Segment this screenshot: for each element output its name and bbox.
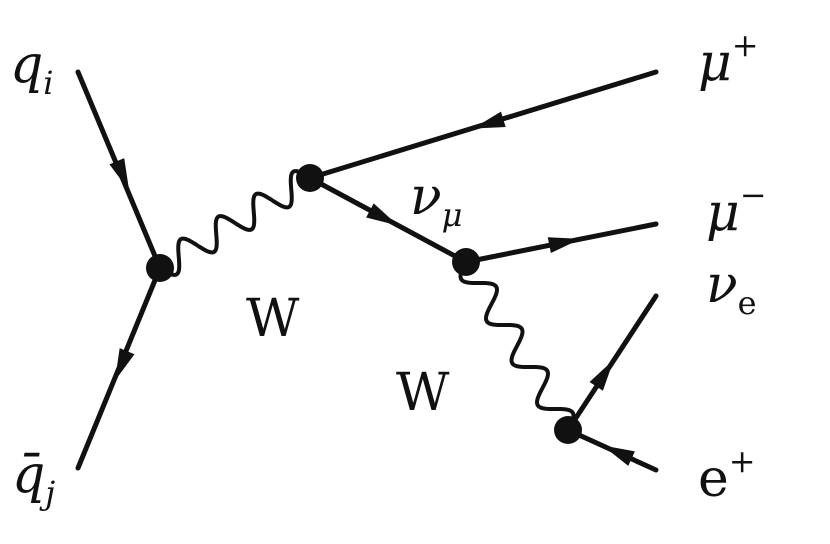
label-nu-e: νe	[706, 255, 757, 322]
label-mu-plus: μ+	[698, 26, 759, 93]
label-qi: qi	[10, 35, 54, 102]
w-boson-propagator-1	[158, 169, 312, 277]
arrow-muon-plus	[472, 111, 506, 129]
arrow-positron	[602, 445, 635, 466]
w-boson-propagator-2	[458, 260, 576, 432]
vertex-w-to-muon	[296, 164, 324, 192]
label-w-boson-2: W	[396, 363, 450, 423]
arrow-electron-neutrino	[589, 359, 614, 391]
label-qbar-j: q̄j	[12, 445, 55, 512]
vertex-quark-annihilation	[146, 254, 174, 282]
vertex-w-to-electron	[554, 416, 582, 444]
arrow-qj	[114, 348, 135, 381]
label-nu-mu: νμ	[410, 167, 462, 234]
arrow-muon-neutrino	[366, 203, 399, 226]
vertex-neutrino-to-muon	[452, 248, 480, 276]
label-e-plus: e+	[698, 442, 756, 509]
label-mu-minus: μ−	[706, 176, 767, 243]
arrow-muon-minus	[547, 237, 581, 253]
arrow-qi	[109, 158, 130, 191]
label-w-boson-1: W	[246, 289, 300, 349]
